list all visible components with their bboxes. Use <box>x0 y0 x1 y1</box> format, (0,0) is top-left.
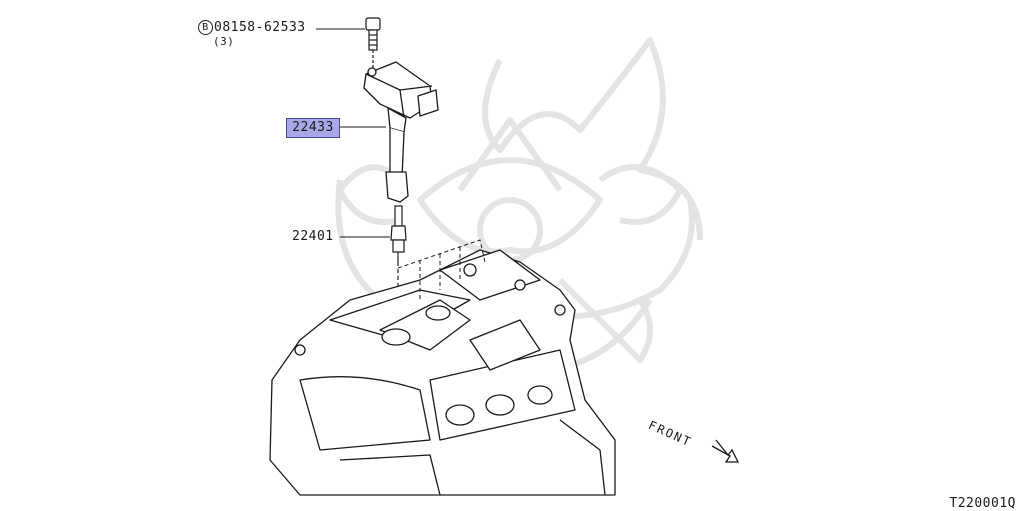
guide-lines <box>397 239 486 300</box>
bolt-part[interactable] <box>365 17 381 68</box>
front-arrow-icon <box>711 439 740 463</box>
bolt-quantity: (3) <box>213 35 235 48</box>
ignition-coil-part[interactable] <box>363 61 439 203</box>
ignition-coil-callout[interactable]: 22433 <box>286 118 340 138</box>
leader-lines <box>316 28 390 238</box>
diagram-code: T220001Q <box>949 496 1016 511</box>
bolt-part-number: 08158-62533 <box>214 20 306 35</box>
bolt-prefix-icon: B <box>198 20 213 35</box>
engine-cylinder-head <box>269 249 616 496</box>
spark-plug-callout[interactable]: 22401 <box>292 229 334 244</box>
